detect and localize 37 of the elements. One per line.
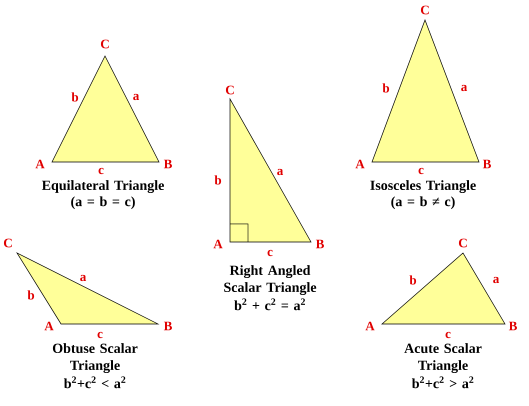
side-label: b xyxy=(214,175,222,185)
formula-text: (a = b ≠ c) xyxy=(391,196,455,210)
formula-text: b$^{2}$+c$^{2}$ < a$^{2}$ xyxy=(64,376,126,388)
side-label: a xyxy=(133,94,140,100)
vertex-label: B xyxy=(508,322,517,330)
vertex-label: B xyxy=(482,160,491,168)
vertex-label: B xyxy=(316,240,324,248)
vertex-label: A xyxy=(365,322,375,330)
triangle-name: Isosceles Triangle xyxy=(370,180,476,193)
vertex-label: B xyxy=(164,322,172,330)
side-label: c xyxy=(268,250,273,256)
side-label: b xyxy=(28,290,34,300)
side-label: c xyxy=(98,168,104,174)
vertex-label: B xyxy=(164,160,172,168)
side-label: c xyxy=(418,168,424,174)
side-label: b xyxy=(72,92,78,102)
vertex-label: C xyxy=(458,238,467,248)
vertex-label: C xyxy=(4,238,12,248)
vertex-label: A xyxy=(44,322,54,330)
side-label: b xyxy=(382,83,390,93)
side-label: a xyxy=(461,84,468,92)
formula-text: b$^{2}$ + c$^{2}$ = a$^{2}$ xyxy=(234,298,305,310)
vertex-label: C xyxy=(226,86,234,94)
formula-text: (a = b = c) xyxy=(71,196,135,210)
side-label: c xyxy=(98,332,103,338)
vertex-label: A xyxy=(35,160,45,168)
vertex-label: A xyxy=(213,240,223,248)
side-label: a xyxy=(277,168,284,176)
vertex-label: A xyxy=(355,160,365,168)
formula-text: b$^{2}$+c$^{2}$ > a$^{2}$ xyxy=(412,376,474,388)
vertex-label: C xyxy=(100,40,109,48)
side-label: a xyxy=(493,276,500,284)
side-label: b xyxy=(410,275,416,285)
triangle-name: Equilateral Triangle xyxy=(42,180,164,193)
side-label: a xyxy=(80,274,86,282)
vertex-label: C xyxy=(420,6,429,14)
side-label: c xyxy=(446,332,451,338)
